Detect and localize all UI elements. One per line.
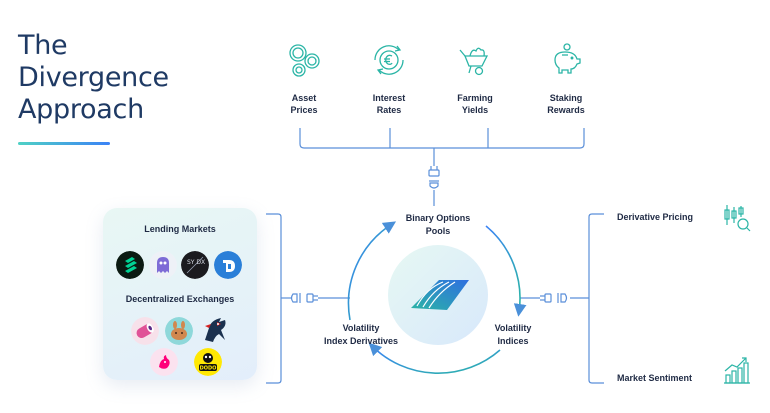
piggy-bank-icon: [554, 43, 581, 74]
coins-icon: [289, 44, 320, 77]
title-line-1: The: [18, 30, 68, 61]
svg-text:SY DX: SY DX: [187, 259, 205, 266]
aave-ghost-logo: [149, 251, 177, 279]
svg-text:DODO: DODO: [200, 366, 217, 372]
title-line-3: Approach: [18, 94, 144, 125]
decentralized-exchanges-heading: Decentralized Exchanges: [125, 294, 235, 304]
derivative-pricing-label: Derivative Pricing: [617, 212, 694, 222]
sushi-logo: [131, 317, 159, 345]
currency-exchange-icon: [374, 45, 404, 75]
dforce-logo: [214, 251, 242, 279]
lending-markets-heading: Lending Markets: [144, 224, 216, 234]
compound-logo: [116, 251, 144, 279]
plug-top-icon: [428, 166, 440, 189]
divergence-logo: [388, 245, 488, 345]
dodo-logo: DODO: [194, 348, 222, 376]
page-title: The Divergence Approach: [18, 30, 218, 126]
protocols-panel: Lending Markets SY DX Decentralized Exch…: [103, 208, 257, 380]
market-sentiment-label: Market Sentiment: [617, 373, 693, 383]
pancakeswap-logo: [165, 317, 193, 345]
title-underline: [18, 142, 110, 145]
plug-left-icon: [290, 293, 318, 303]
wheelbarrow-icon: [459, 47, 489, 76]
uniswap-logo: [150, 348, 178, 376]
title-line-2: Divergence: [18, 62, 169, 93]
synthetix-logo: SY DX: [181, 251, 209, 279]
plug-right-icon: [540, 293, 568, 303]
unicorn-1inch-logo: [199, 314, 231, 346]
trend-chart-icon: [724, 357, 750, 384]
candlestick-search-icon: [724, 205, 751, 232]
